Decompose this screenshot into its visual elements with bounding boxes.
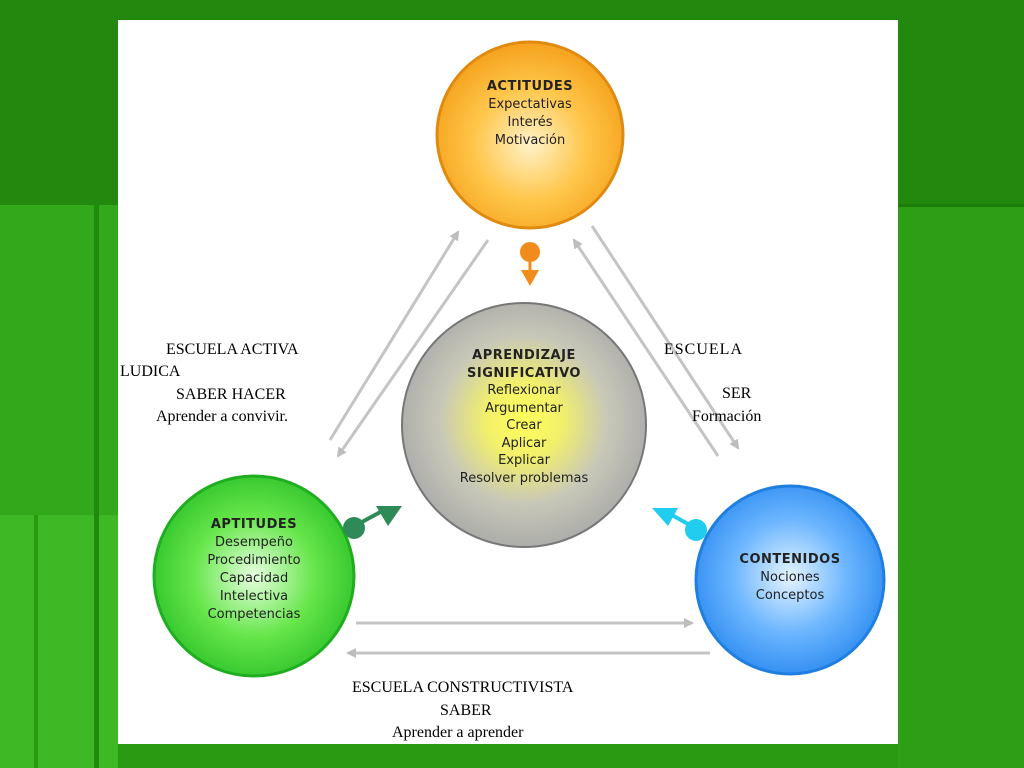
aprendizaje-item: Reflexionar xyxy=(487,383,561,398)
right-school-name: ESCUELA xyxy=(664,341,743,358)
left-school-focus: SABER HACER xyxy=(176,386,286,403)
actitudes-item: Motivación xyxy=(494,133,566,148)
symbol-right xyxy=(652,508,707,541)
aptitudes-item: Competencias xyxy=(207,607,301,622)
bottom-school-aim: Aprender a aprender xyxy=(392,724,524,741)
circle-aptitudes xyxy=(152,474,356,678)
background-block xyxy=(898,205,1024,768)
left-school-subtitle: LUDICA xyxy=(120,363,181,380)
contenidos-title: CONTENIDOS xyxy=(739,552,841,567)
aprendizaje-item: Argumentar xyxy=(485,400,563,416)
arrow-left-down xyxy=(336,239,490,458)
diagram-graphics xyxy=(152,40,886,678)
actitudes-item: Interés xyxy=(507,115,553,130)
diagram-canvas: ACTITUDES Expectativas Interés Motivació… xyxy=(118,20,898,744)
background-block xyxy=(0,515,118,768)
right-school-aim: Formación xyxy=(692,408,762,425)
aptitudes-title: APTITUDES xyxy=(210,517,298,532)
symbol-top xyxy=(520,242,540,286)
bottom-school-focus: SABER xyxy=(440,702,492,719)
background-stripe xyxy=(94,205,99,768)
aptitudes-item: Intelectiva xyxy=(219,589,289,604)
aptitudes-text: APTITUDES Desempeño Procedimiento Capaci… xyxy=(174,516,334,624)
arrow-right-up xyxy=(572,238,720,457)
circle-contenidos xyxy=(694,484,886,676)
aprendizaje-title-2: SIGNIFICATIVO xyxy=(467,365,581,381)
aptitudes-item: Desempeño xyxy=(215,535,293,550)
aprendizaje-item: Resolver problemas xyxy=(459,470,589,486)
contenidos-item: Conceptos xyxy=(755,588,825,603)
actitudes-item: Expectativas xyxy=(488,97,572,112)
contenidos-item: Nociones xyxy=(760,570,820,585)
left-school-aim: Aprender a convivir. xyxy=(156,408,288,425)
left-school-name: ESCUELA ACTIVA xyxy=(166,341,299,358)
aprendizaje-item: Explicar xyxy=(498,453,550,468)
actitudes-title: ACTITUDES xyxy=(486,79,574,94)
circle-aprendizaje xyxy=(401,302,647,548)
arrow-right-down xyxy=(590,225,740,450)
symbol-left xyxy=(343,506,402,539)
aptitudes-item: Capacidad xyxy=(219,571,289,586)
right-school-focus: SER xyxy=(722,385,752,402)
background-line xyxy=(880,204,1024,207)
arrow-left-up xyxy=(328,230,460,441)
circle-actitudes xyxy=(435,40,625,230)
background-stripe xyxy=(34,515,38,768)
actitudes-text: ACTITUDES Expectativas Interés Motivació… xyxy=(450,78,610,150)
connector-arrows xyxy=(328,225,740,658)
aprendizaje-item: Crear xyxy=(506,418,542,433)
aprendizaje-item: Aplicar xyxy=(501,435,547,451)
bottom-school-name: ESCUELA CONSTRUCTIVISTA xyxy=(352,679,574,696)
contenidos-text: CONTENIDOS Nociones Conceptos xyxy=(710,551,870,605)
aptitudes-item: Procedimiento xyxy=(207,553,301,568)
aprendizaje-title-1: APRENDIZAJE xyxy=(472,348,576,363)
aprendizaje-text: APRENDIZAJE SIGNIFICATIVO Reflexionar Ar… xyxy=(434,347,614,487)
